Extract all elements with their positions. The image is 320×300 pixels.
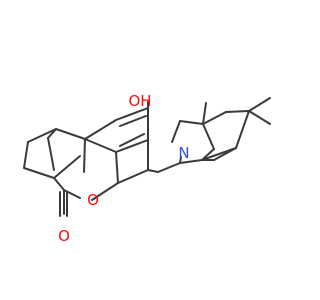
bond	[53, 155, 81, 179]
bond	[55, 128, 86, 140]
bond	[147, 169, 159, 173]
bond	[213, 147, 237, 161]
bond-network	[23, 97, 271, 217]
hydroxyl-oxygen-label: OH	[128, 92, 151, 110]
bond	[225, 110, 250, 113]
bond	[84, 138, 117, 153]
bond	[53, 177, 65, 191]
bond	[117, 169, 149, 184]
bond	[235, 110, 250, 149]
bond	[179, 120, 204, 125]
bond	[248, 97, 271, 112]
bond	[83, 138, 86, 173]
bond	[248, 110, 271, 125]
bond	[47, 137, 55, 171]
bond	[119, 133, 145, 147]
bond	[157, 162, 181, 173]
bond	[171, 120, 181, 143]
amine-nitrogen-label: N	[178, 144, 189, 162]
bond	[119, 115, 147, 127]
ring-oxygen-label: O	[87, 191, 99, 209]
bond	[23, 141, 29, 169]
bond	[202, 123, 215, 150]
bond	[84, 119, 117, 140]
bond	[115, 151, 119, 184]
carbonyl-oxygen-label: O	[58, 227, 70, 245]
chemical-structure: OH O O N	[23, 92, 271, 245]
bond	[27, 128, 57, 143]
bond	[91, 182, 119, 201]
bond	[23, 167, 55, 179]
bond	[115, 107, 149, 121]
bond	[201, 148, 215, 161]
bond	[202, 102, 207, 125]
bond	[202, 111, 227, 125]
bond	[179, 159, 203, 164]
bond	[115, 139, 149, 153]
